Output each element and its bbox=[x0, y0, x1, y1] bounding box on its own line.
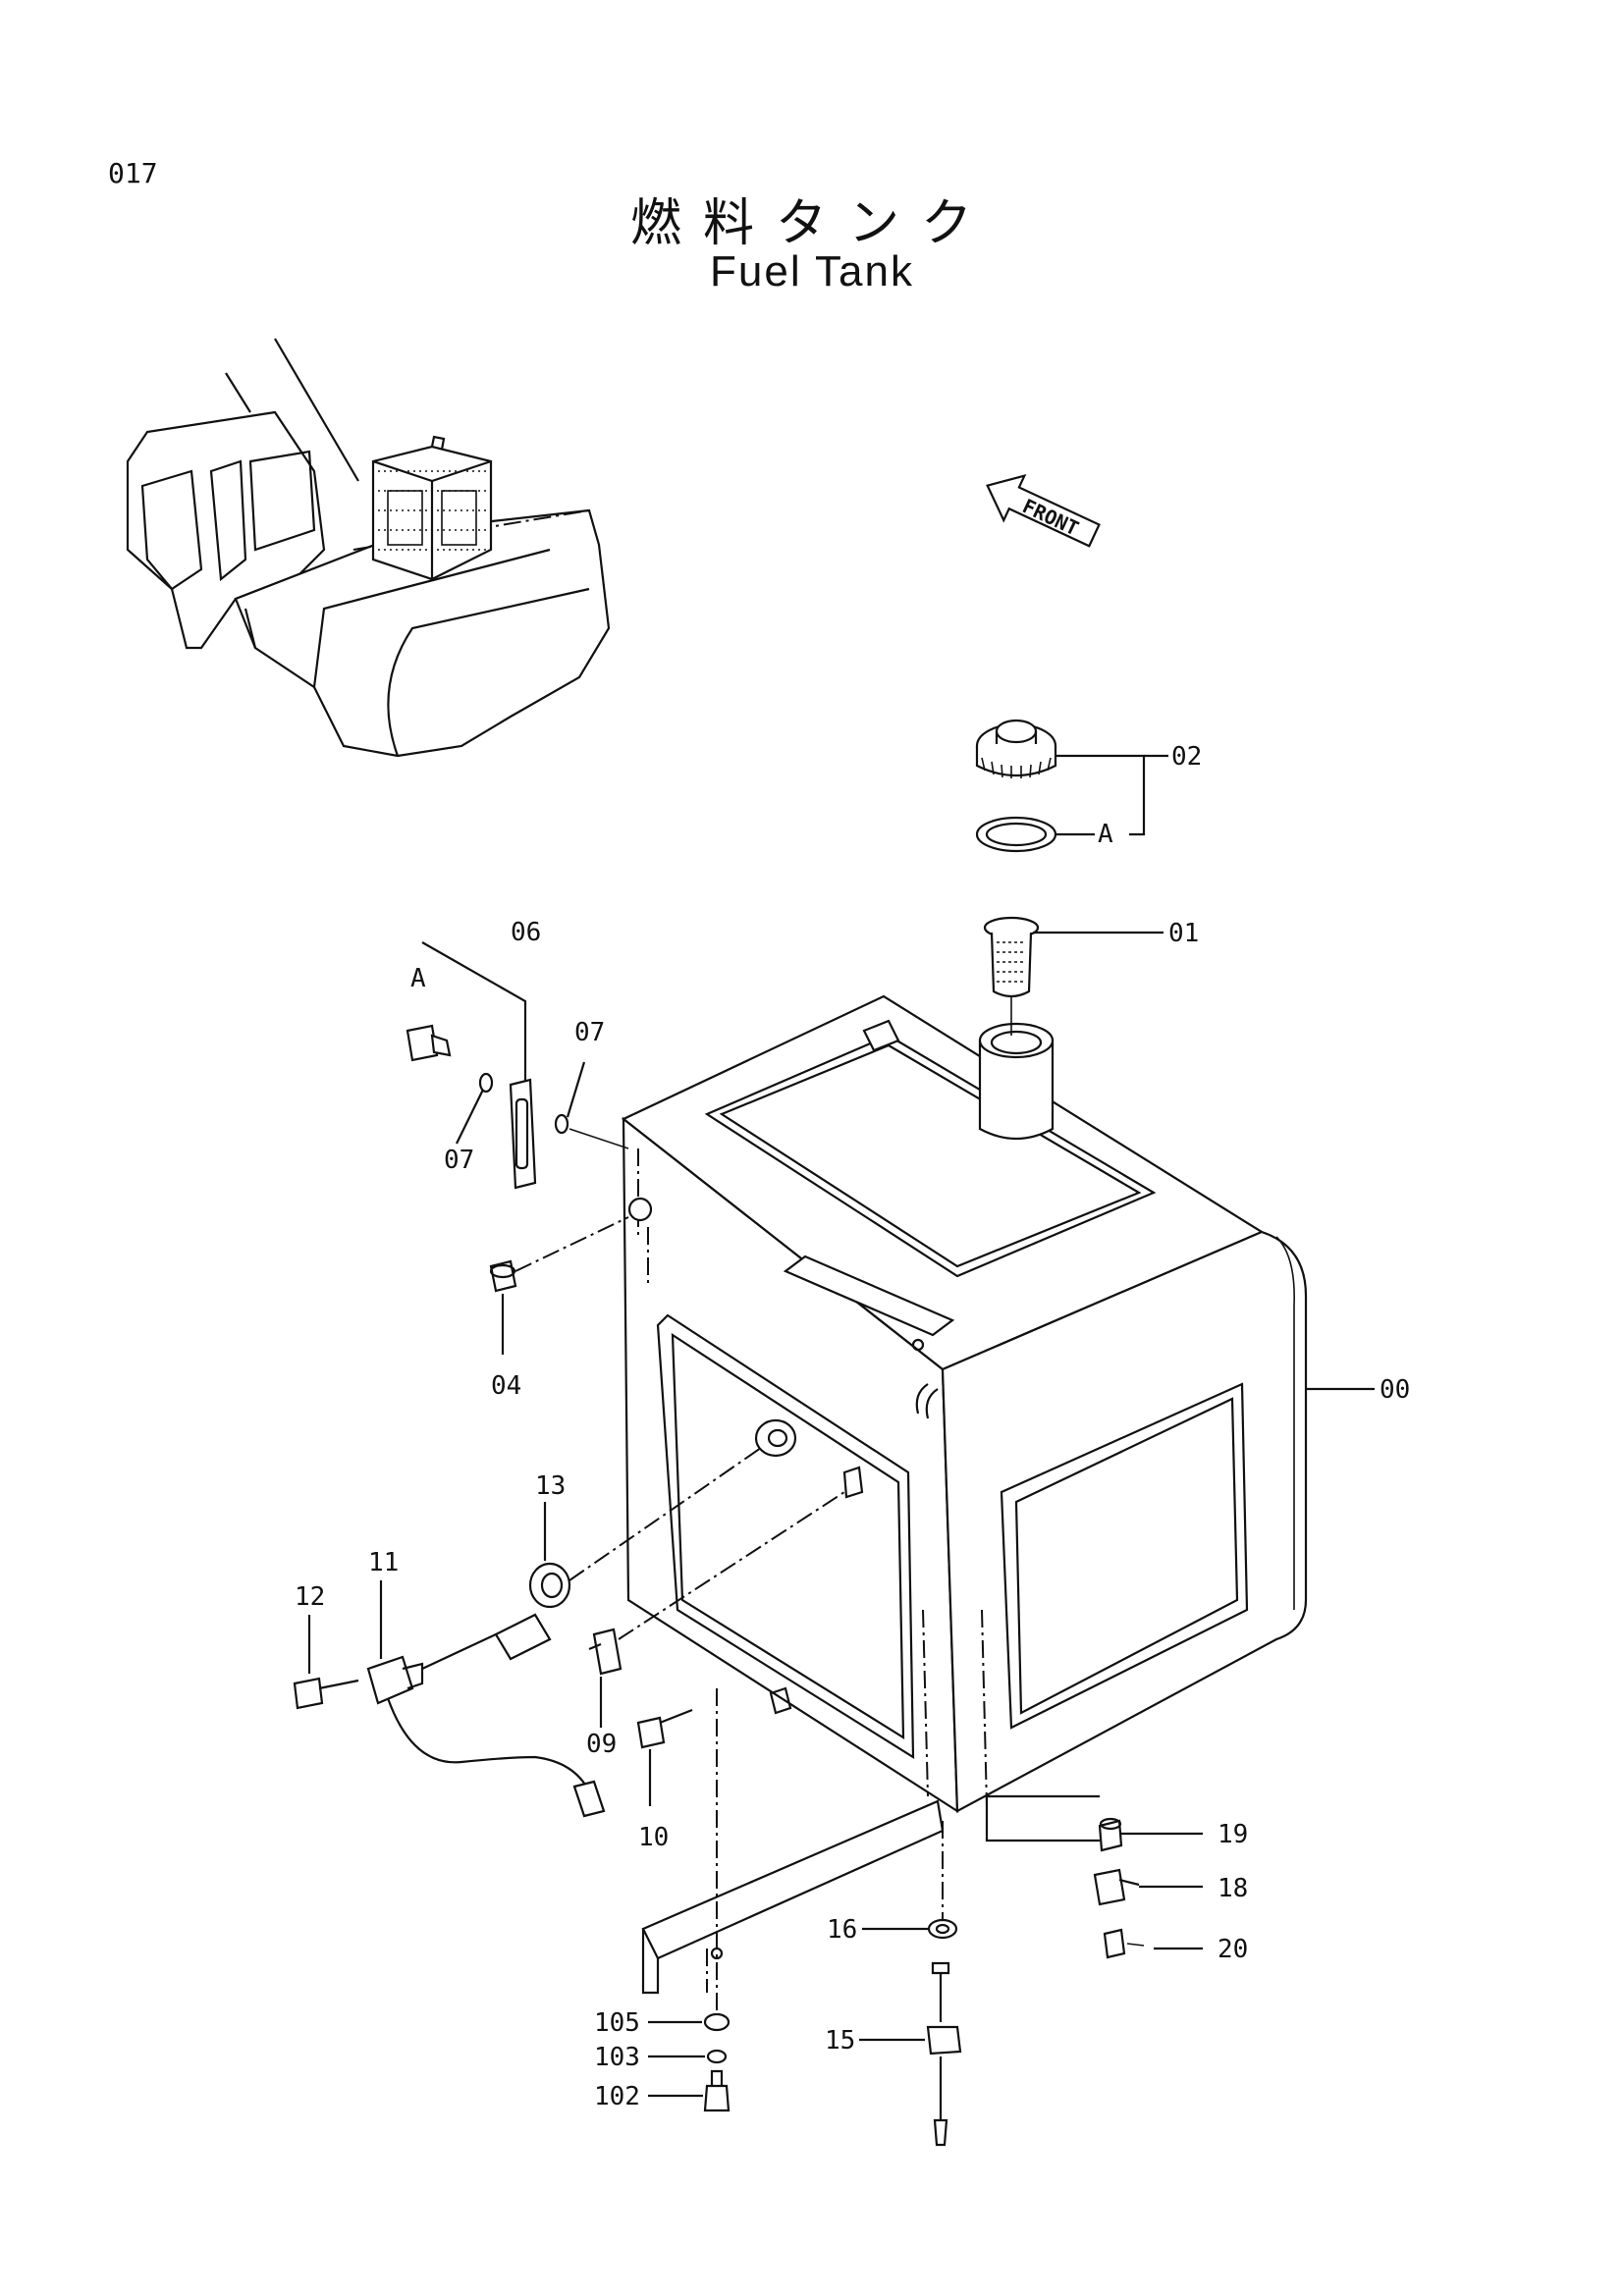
page-number: 017 bbox=[108, 157, 158, 189]
cap-gasket bbox=[975, 816, 1057, 853]
callout-09: 09 bbox=[586, 1730, 617, 1759]
level-gauge bbox=[509, 1078, 537, 1190]
callout-16: 16 bbox=[827, 1915, 857, 1945]
clamp-bolt bbox=[636, 1708, 693, 1749]
callout-15: 15 bbox=[825, 2026, 855, 2056]
callout-11: 11 bbox=[368, 1548, 399, 1577]
callout-13: 13 bbox=[535, 1471, 566, 1501]
callout-102: 102 bbox=[594, 2082, 640, 2111]
callout-02: 02 bbox=[1171, 742, 1202, 772]
callout-ref-a-gauge: A bbox=[410, 964, 426, 993]
callout-10: 10 bbox=[638, 1823, 669, 1852]
filler-strainer bbox=[983, 916, 1040, 1036]
callout-00: 00 bbox=[1380, 1375, 1410, 1405]
washer-07-left bbox=[478, 1072, 494, 1094]
front-arrow-icon: FRONT bbox=[986, 474, 1101, 548]
page-title-japanese: 燃料タンク bbox=[629, 194, 994, 253]
callout-01: 01 bbox=[1168, 919, 1199, 948]
callout-04: 04 bbox=[491, 1371, 521, 1401]
sender-seal bbox=[528, 1562, 571, 1609]
drain-cock-adapter bbox=[1098, 1817, 1123, 1852]
callout-07-upper: 07 bbox=[574, 1018, 605, 1047]
sender-bolt bbox=[293, 1677, 359, 1710]
page-title-english: Fuel Tank bbox=[710, 247, 914, 295]
bolt-102 bbox=[703, 2069, 731, 2112]
callout-103: 103 bbox=[594, 2043, 640, 2072]
washer-07-right bbox=[554, 1113, 569, 1135]
callout-18: 18 bbox=[1218, 1874, 1248, 1903]
callout-105: 105 bbox=[594, 2008, 640, 2038]
drain-cock bbox=[1093, 1868, 1140, 1906]
callout-06: 06 bbox=[511, 918, 541, 947]
callout-ref-a-cap: A bbox=[1098, 820, 1113, 849]
callout-20: 20 bbox=[1218, 1935, 1248, 1964]
part-callouts: 00 01 02 A 04 06 A 07 07 09 10 11 12 13 … bbox=[295, 742, 1410, 2111]
drain-plug bbox=[489, 1259, 517, 1293]
excavator-overview-illustration bbox=[126, 338, 611, 758]
drain-plug-20 bbox=[1103, 1928, 1126, 1959]
washer-105 bbox=[703, 2012, 731, 2032]
callout-12: 12 bbox=[295, 1582, 325, 1612]
fuel-tank-body bbox=[621, 994, 1375, 1995]
callout-07-lower: 07 bbox=[444, 1146, 474, 1175]
sensor-washer bbox=[927, 1918, 958, 1940]
fuel-level-sender bbox=[366, 1613, 606, 1818]
gauge-bolt bbox=[406, 1024, 452, 1062]
fuel-sensor bbox=[926, 1961, 962, 2147]
callout-19: 19 bbox=[1218, 1820, 1248, 1849]
filler-cap bbox=[975, 719, 1057, 778]
lock-washer-103 bbox=[706, 2049, 728, 2064]
clamp-bracket bbox=[588, 1628, 623, 1676]
